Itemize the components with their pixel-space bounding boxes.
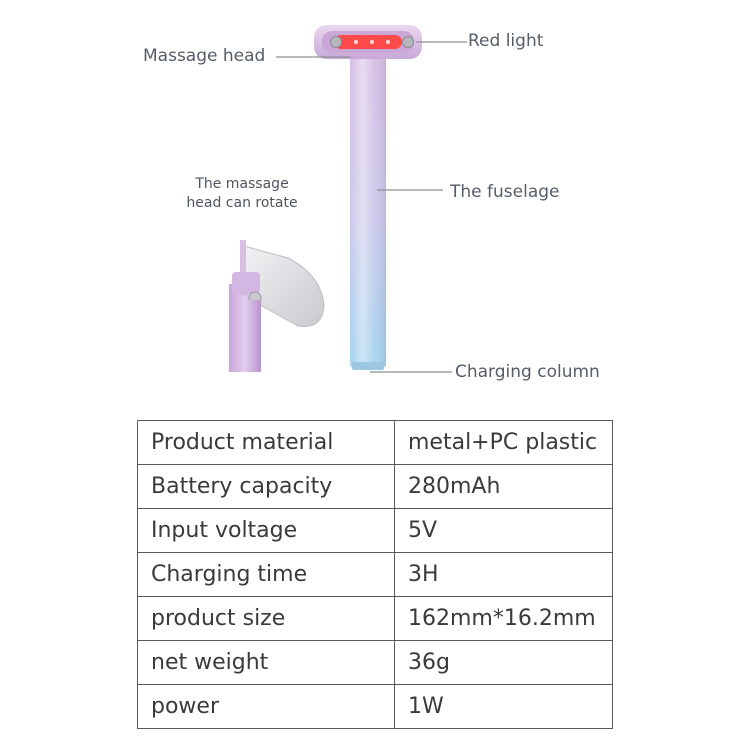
rotate-label-line2: head can rotate	[186, 195, 298, 211]
rotate-label-line1: The massage	[195, 176, 289, 192]
table-row: net weight 36g	[137, 640, 613, 685]
table-row: Battery capacity 280mAh	[137, 464, 613, 509]
spec-value: 162mm*16.2mm	[394, 596, 613, 641]
red-light-strip	[334, 35, 402, 49]
spec-value: 280mAh	[394, 464, 613, 509]
spec-value: 3H	[394, 552, 613, 597]
spec-value: 1W	[394, 684, 613, 729]
spec-value: 36g	[394, 640, 613, 685]
spec-label: Battery capacity	[137, 464, 395, 509]
wand-body	[350, 50, 386, 370]
rotate-label: The massage head can rotate	[172, 175, 312, 213]
massage-head	[314, 25, 422, 59]
fuselage-label: The fuselage	[450, 182, 560, 202]
charging-column-label: Charging column	[455, 362, 600, 382]
spec-value: 5V	[394, 508, 613, 553]
table-row: power 1W	[137, 684, 613, 729]
table-row: Charging time 3H	[137, 552, 613, 597]
spec-table: Product material metal+PC plastic Batter…	[137, 420, 613, 729]
spec-label: Product material	[137, 420, 395, 465]
red-light-label: Red light	[468, 31, 544, 51]
spec-label: product size	[137, 596, 395, 641]
leader-lines	[276, 41, 467, 373]
spec-label: net weight	[137, 640, 395, 685]
spec-label: power	[137, 684, 395, 729]
rotating-head-illustration	[229, 240, 325, 372]
spec-label: Charging time	[137, 552, 395, 597]
spec-label: Input voltage	[137, 508, 395, 553]
massage-head-label: Massage head	[143, 46, 266, 66]
table-row: Input voltage 5V	[137, 508, 613, 553]
device-diagram	[229, 25, 467, 373]
spec-value: metal+PC plastic	[394, 420, 613, 465]
table-row: Product material metal+PC plastic	[137, 420, 613, 465]
table-row: product size 162mm*16.2mm	[137, 596, 613, 641]
